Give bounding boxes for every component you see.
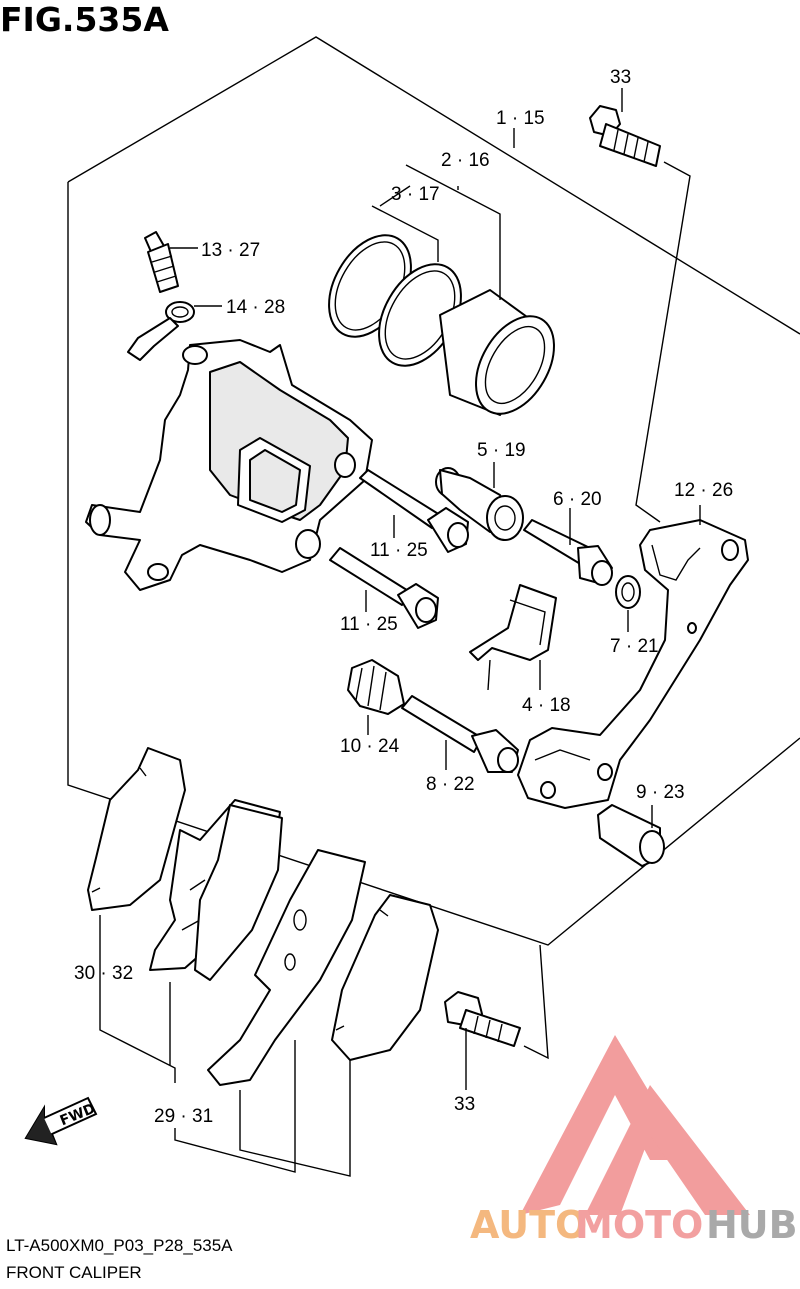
watermark-logo bbox=[520, 1035, 750, 1215]
figure-title: FIG.535A bbox=[0, 0, 169, 39]
callout-13-27: 13 · 27 bbox=[201, 240, 260, 261]
bolt-33-bottom bbox=[444, 944, 549, 1090]
fwd-arrow-icon: FWD bbox=[24, 1096, 98, 1146]
shim-inner bbox=[207, 849, 366, 1086]
brake-pad-inner bbox=[194, 804, 283, 981]
watermark-auto: AUTO bbox=[470, 1203, 587, 1247]
slide-pin-upper bbox=[359, 469, 469, 553]
callout-7-21: 7 · 21 bbox=[610, 636, 659, 657]
callout-11-25-lower: 11 · 25 bbox=[340, 614, 398, 635]
watermark-hub: HUB bbox=[706, 1203, 798, 1247]
guide-pin-6-20 bbox=[523, 508, 613, 586]
pin-boot-10-24 bbox=[347, 659, 405, 735]
caliper-body bbox=[85, 339, 373, 591]
callout-6-20: 6 · 20 bbox=[553, 489, 602, 510]
figure-name: FRONT CALIPER bbox=[6, 1263, 142, 1282]
callout-14-28: 14 · 28 bbox=[226, 297, 285, 318]
caliper-bracket bbox=[517, 505, 749, 809]
pin-boot-5-19 bbox=[435, 462, 524, 541]
callout-10-24: 10 · 24 bbox=[340, 736, 400, 757]
piston bbox=[439, 289, 555, 416]
callout-4-18: 4 · 18 bbox=[522, 695, 571, 716]
pad-spring bbox=[469, 584, 557, 691]
bolt-33-top bbox=[589, 88, 691, 523]
sleeve-9-23 bbox=[597, 804, 665, 867]
callout-11-25-upper: 11 · 25 bbox=[370, 540, 428, 561]
callout-1-15: 1 · 15 bbox=[496, 108, 545, 129]
seal-rings bbox=[328, 234, 462, 367]
assembly-frame bbox=[67, 36, 800, 946]
figure-code: LT-A500XM0_P03_P28_535A bbox=[6, 1236, 233, 1255]
callout-2-16: 2 · 16 bbox=[441, 150, 490, 171]
slide-pin-lower bbox=[329, 547, 439, 629]
callout-8-22: 8 · 22 bbox=[426, 774, 475, 795]
brake-pad-rear bbox=[331, 894, 439, 1061]
guide-pin-8-22 bbox=[401, 695, 519, 773]
watermark-text: AUTO MOTO HUB bbox=[470, 1203, 798, 1247]
washer-7-21 bbox=[615, 575, 641, 632]
callout-9-23: 9 · 23 bbox=[636, 782, 685, 803]
watermark-moto: MOTO bbox=[575, 1203, 703, 1247]
callout-3-17: 3 · 17 bbox=[391, 184, 440, 205]
callout-33-bottom: 33 bbox=[454, 1094, 475, 1115]
callout-33-top: 33 bbox=[610, 67, 631, 88]
callout-29-31: 29 · 31 bbox=[154, 1106, 213, 1127]
callout-30-32: 30 · 32 bbox=[74, 963, 133, 984]
brake-pad-outer bbox=[87, 747, 186, 911]
bleeder-valve bbox=[144, 231, 198, 293]
callout-labels: 33 1 · 15 2 · 16 3 · 17 13 · 27 14 · 28 … bbox=[74, 67, 733, 1127]
bleeder-cap bbox=[127, 301, 222, 361]
callout-12-26: 12 · 26 bbox=[674, 480, 733, 501]
callout-5-19: 5 · 19 bbox=[477, 440, 526, 461]
